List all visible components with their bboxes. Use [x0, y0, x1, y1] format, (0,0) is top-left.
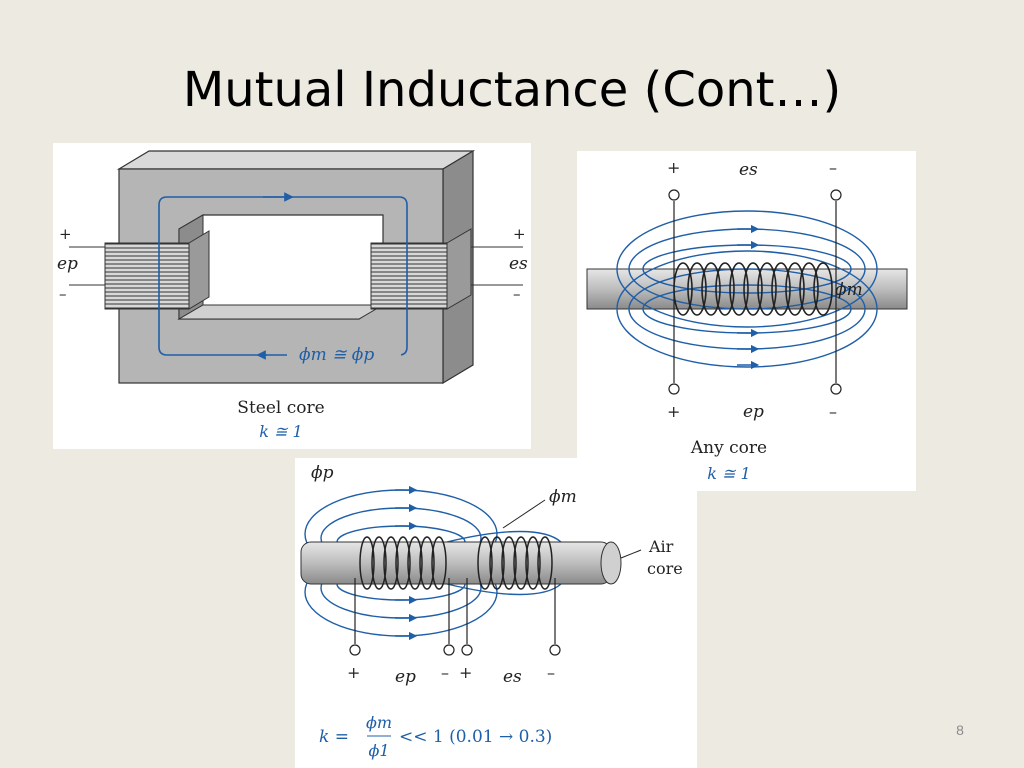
steel-caption: Steel core [237, 398, 324, 418]
es-plus: + [667, 158, 680, 177]
es-plus: + [513, 225, 526, 243]
phi-m-label: ϕm [549, 487, 577, 507]
es-label: es [739, 160, 758, 180]
flux-path [158, 196, 408, 356]
air-core-diagram: ϕp ϕm Air core + ep – + es – k = ϕm ϕ1 <… [300, 463, 683, 760]
es-label: es [503, 667, 522, 687]
es-plus: + [459, 663, 472, 682]
k-numerator: ϕm [366, 713, 392, 732]
k-formula-prefix: k = [319, 727, 349, 747]
es-minus: – [829, 158, 837, 177]
any-caption: Any core [690, 438, 767, 458]
coil [673, 262, 833, 316]
es-label: es [509, 254, 528, 274]
primary-coil [359, 536, 447, 590]
ep-plus: + [59, 225, 72, 243]
k-formula-suffix: << 1 (0.01 → 0.3) [399, 727, 552, 747]
ep-label: ep [57, 254, 78, 274]
flux-label: ϕm ≅ ϕp [299, 345, 374, 365]
es-minus: – [547, 663, 555, 682]
ep-label: ep [395, 667, 416, 687]
air-label: Air [648, 537, 674, 556]
steel-k: k ≅ 1 [259, 422, 302, 441]
core-label: core [647, 559, 683, 578]
phi-m-label: ϕm [835, 280, 863, 300]
secondary-coil [477, 536, 553, 590]
any-k: k ≅ 1 [707, 464, 750, 483]
steel-core-diagram: + ep – + es – ϕm ≅ ϕp Steel core k ≅ 1 [57, 149, 528, 441]
ep-plus: + [347, 663, 360, 682]
es-minus: – [513, 285, 521, 303]
phi-p-label: ϕp [311, 463, 334, 483]
ep-minus: – [59, 285, 67, 303]
any-core-diagram: + es – ϕm + ep – Any core k ≅ 1 [586, 158, 908, 483]
any-core-figure: + es – ϕm + ep – Any core k ≅ 1 [577, 151, 916, 491]
ep-minus: – [441, 663, 449, 682]
ep-plus: + [667, 402, 680, 421]
k-denominator: ϕ1 [368, 741, 389, 760]
slide-title: Mutual Inductance (Cont…) [182, 62, 842, 118]
air-core-figure: ϕp ϕm Air core + ep – + es – k = ϕm ϕ1 <… [295, 458, 697, 768]
ep-minus: – [829, 402, 837, 421]
ep-label: ep [743, 402, 764, 422]
steel-core-figure: + ep – + es – ϕm ≅ ϕp Steel core k ≅ 1 [53, 143, 531, 449]
slide-number: 8 [956, 722, 964, 738]
